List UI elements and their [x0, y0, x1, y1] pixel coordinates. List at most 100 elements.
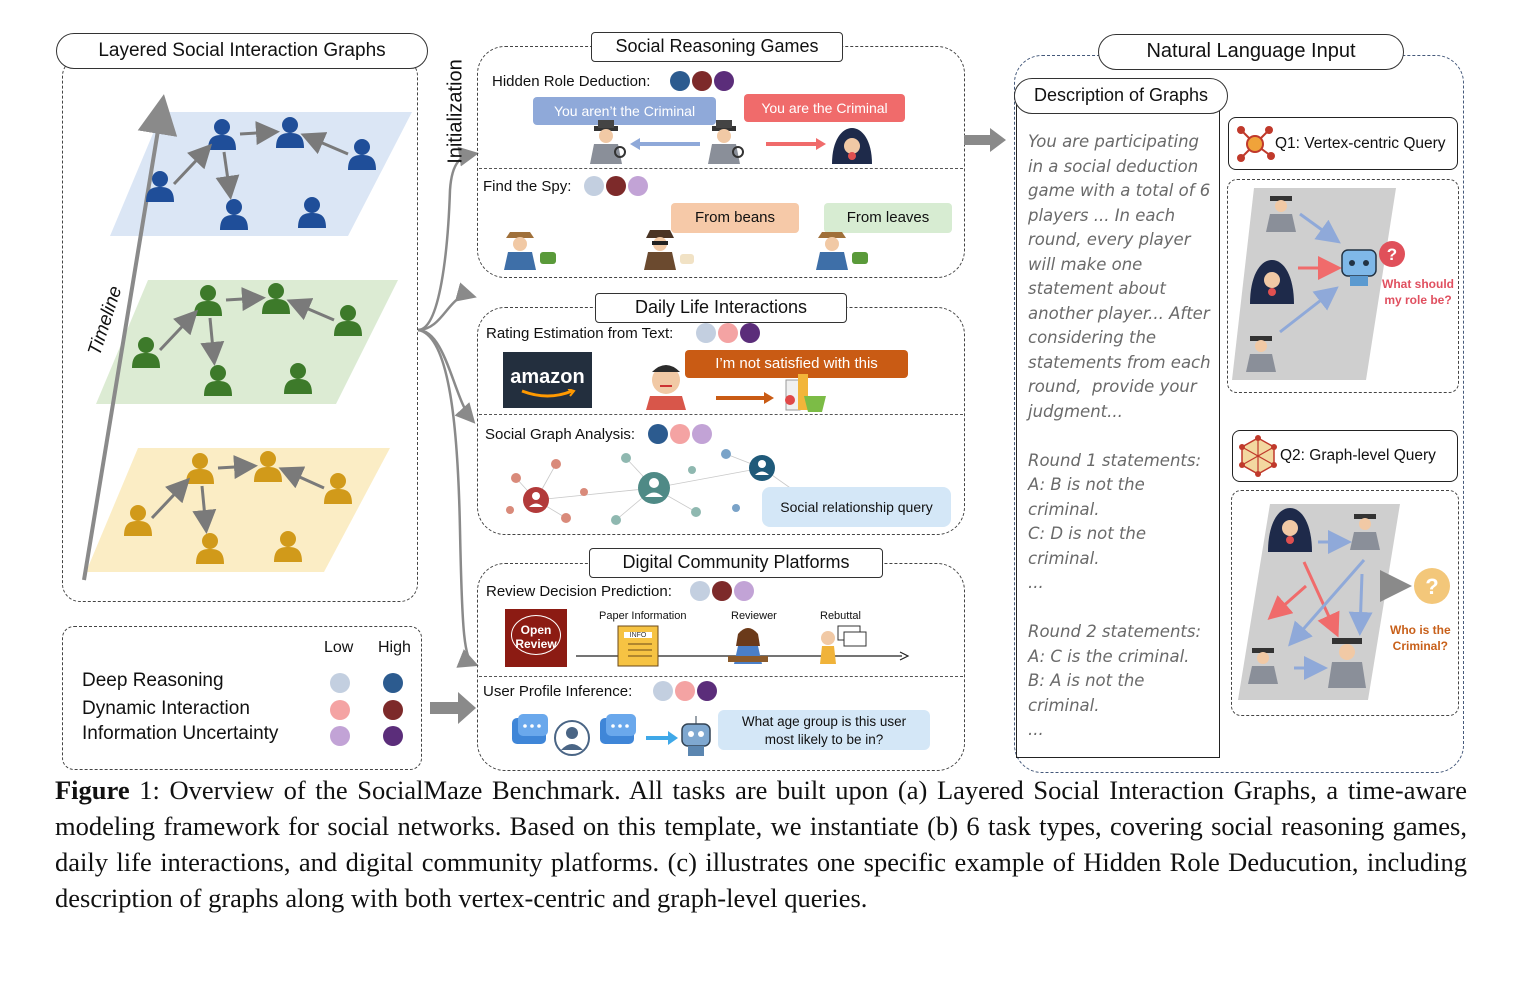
amazon-logo-text: amazon — [510, 366, 585, 388]
legend-dot-dynamic-low — [330, 700, 350, 720]
detective-icon — [590, 120, 626, 164]
q1-query-box — [1228, 117, 1458, 170]
layered-graphs-illustration — [82, 94, 412, 581]
arrow-to-panel-c — [964, 128, 1008, 157]
description-text: You are participating in a social deduct… — [1028, 132, 1211, 739]
layer-plane-yellow — [86, 448, 390, 572]
find-spy-dots — [584, 176, 650, 196]
hooded-criminal-icon — [1250, 260, 1294, 304]
bubble-age-group: What age group is this user most likely … — [718, 710, 930, 750]
figure-label: Figure — [55, 775, 130, 805]
q1-question-line2: my role be? — [1384, 293, 1452, 307]
q2-question-line1: Who is the — [1390, 623, 1451, 637]
bubble-is-criminal: You are the Criminal — [744, 94, 905, 122]
chat-icon — [512, 714, 548, 744]
natural-language-title: Natural Language Input — [1098, 34, 1404, 70]
timeline-arrow — [82, 94, 178, 581]
openreview-logo: Open Review — [505, 609, 567, 667]
reviewer-icon — [728, 628, 768, 664]
bubble-not-satisfied: I’m not satisfied with this — [685, 350, 908, 378]
step-reviewer: Reviewer — [731, 610, 777, 622]
angry-customer-icon — [646, 365, 686, 410]
bubble-from-leaves: From leaves — [824, 203, 952, 233]
hidden-role-scene — [590, 120, 872, 164]
hooded-criminal-icon — [832, 128, 872, 164]
detective-icon — [1266, 196, 1296, 232]
bubble-age-group-line1: What age group is this user — [741, 714, 907, 729]
legend-dot-deep-high — [383, 673, 403, 693]
daily-life-title: Daily Life Interactions — [595, 293, 847, 323]
legend-dot-deep-low — [330, 673, 350, 693]
graph-level-icon — [1239, 435, 1277, 477]
legend-dot-uncertainty-low — [330, 726, 350, 746]
legend-dot-uncertainty-high — [383, 726, 403, 746]
robot-icon — [681, 716, 711, 756]
angry-customer-scene — [646, 365, 826, 412]
detective-icon — [1350, 514, 1380, 550]
legend-low-label: Low — [324, 639, 354, 656]
robot-icon — [1341, 249, 1377, 286]
social-network-graphic — [506, 449, 801, 525]
q1-scene: ? — [1232, 188, 1405, 380]
chat-icon-2 — [600, 714, 636, 744]
q1-scene-box — [1227, 179, 1459, 393]
initialization-label: Initialization — [444, 59, 467, 164]
paper-info-badge: INFO — [630, 632, 647, 639]
paper-info-icon — [617, 625, 659, 667]
social-reasoning-games-title: Social Reasoning Games — [591, 32, 843, 62]
detective-center-icon — [708, 120, 744, 164]
hooded-criminal-icon — [1268, 508, 1312, 552]
bubble-age-group-line2: most likely to be in? — [764, 732, 884, 747]
layer-plane-green — [96, 280, 398, 404]
detective-icon-3 — [1328, 638, 1366, 688]
legend-row-deep-reasoning: Deep Reasoning — [82, 670, 224, 691]
spy-icon — [644, 230, 694, 270]
divider — [479, 676, 963, 677]
legend-box — [62, 626, 422, 770]
digital-community-title: Digital Community Platforms — [589, 548, 883, 578]
q2-question: Who is the Criminal? — [1390, 622, 1451, 654]
layered-graphs-title: Layered Social Interaction Graphs — [56, 33, 428, 69]
user-profile-dots — [653, 681, 719, 701]
q2-scene: ? — [1238, 504, 1450, 700]
hidden-role-dots — [670, 71, 736, 91]
q2-query-box — [1232, 430, 1458, 482]
divider — [479, 414, 963, 415]
layer-plane-blue — [110, 112, 412, 236]
q1-question: What should my role be? — [1382, 276, 1454, 308]
groceries-icon — [785, 374, 826, 412]
openreview-line2: Review — [515, 637, 557, 651]
review-decision-label: Review Decision Prediction: — [486, 583, 672, 600]
legend-row-information-uncertainty: Information Uncertainty — [82, 723, 279, 744]
openreview-line1: Open — [520, 623, 552, 637]
q2-question-line2: Criminal? — [1392, 639, 1448, 653]
user-avatar-icon — [554, 720, 590, 756]
initialization-connectors — [417, 146, 479, 724]
detective-icon-2 — [1246, 336, 1276, 372]
svg-text:?: ? — [1425, 574, 1438, 599]
user-profile-label: User Profile Inference: — [483, 683, 633, 700]
legend-row-dynamic-interaction: Dynamic Interaction — [82, 698, 250, 719]
divider — [479, 168, 963, 169]
bubble-social-relationship-query: Social relationship query — [762, 487, 951, 527]
find-spy-scene — [504, 230, 868, 270]
figure-caption: Figure 1: Overview of the SocialMaze Ben… — [55, 772, 1467, 916]
caption-text: 1: Overview of the SocialMaze Benchmark.… — [55, 775, 1467, 913]
social-graph-dots — [648, 424, 714, 444]
step-paper-information: Paper Information — [599, 610, 687, 622]
q1-label: Q1: Vertex-centric Query — [1275, 135, 1446, 152]
hidden-role-label: Hidden Role Deduction: — [492, 73, 651, 90]
review-timeline-graphic: INFO — [576, 625, 910, 667]
vertex-graph-icon — [1237, 126, 1275, 162]
rating-dots — [696, 323, 762, 343]
description-title: Description of Graphs — [1014, 78, 1228, 114]
q1-question-line1: What should — [1382, 277, 1454, 291]
step-rebuttal: Rebuttal — [820, 610, 861, 622]
q2-scene-box — [1231, 490, 1459, 716]
bubble-from-beans: From beans — [671, 203, 799, 233]
detective-icon-2 — [1248, 648, 1278, 684]
q2-label: Q2: Graph-level Query — [1280, 447, 1436, 464]
farmer-icon — [504, 232, 556, 270]
user-profile-scene — [512, 714, 711, 756]
description-box — [1016, 94, 1220, 758]
